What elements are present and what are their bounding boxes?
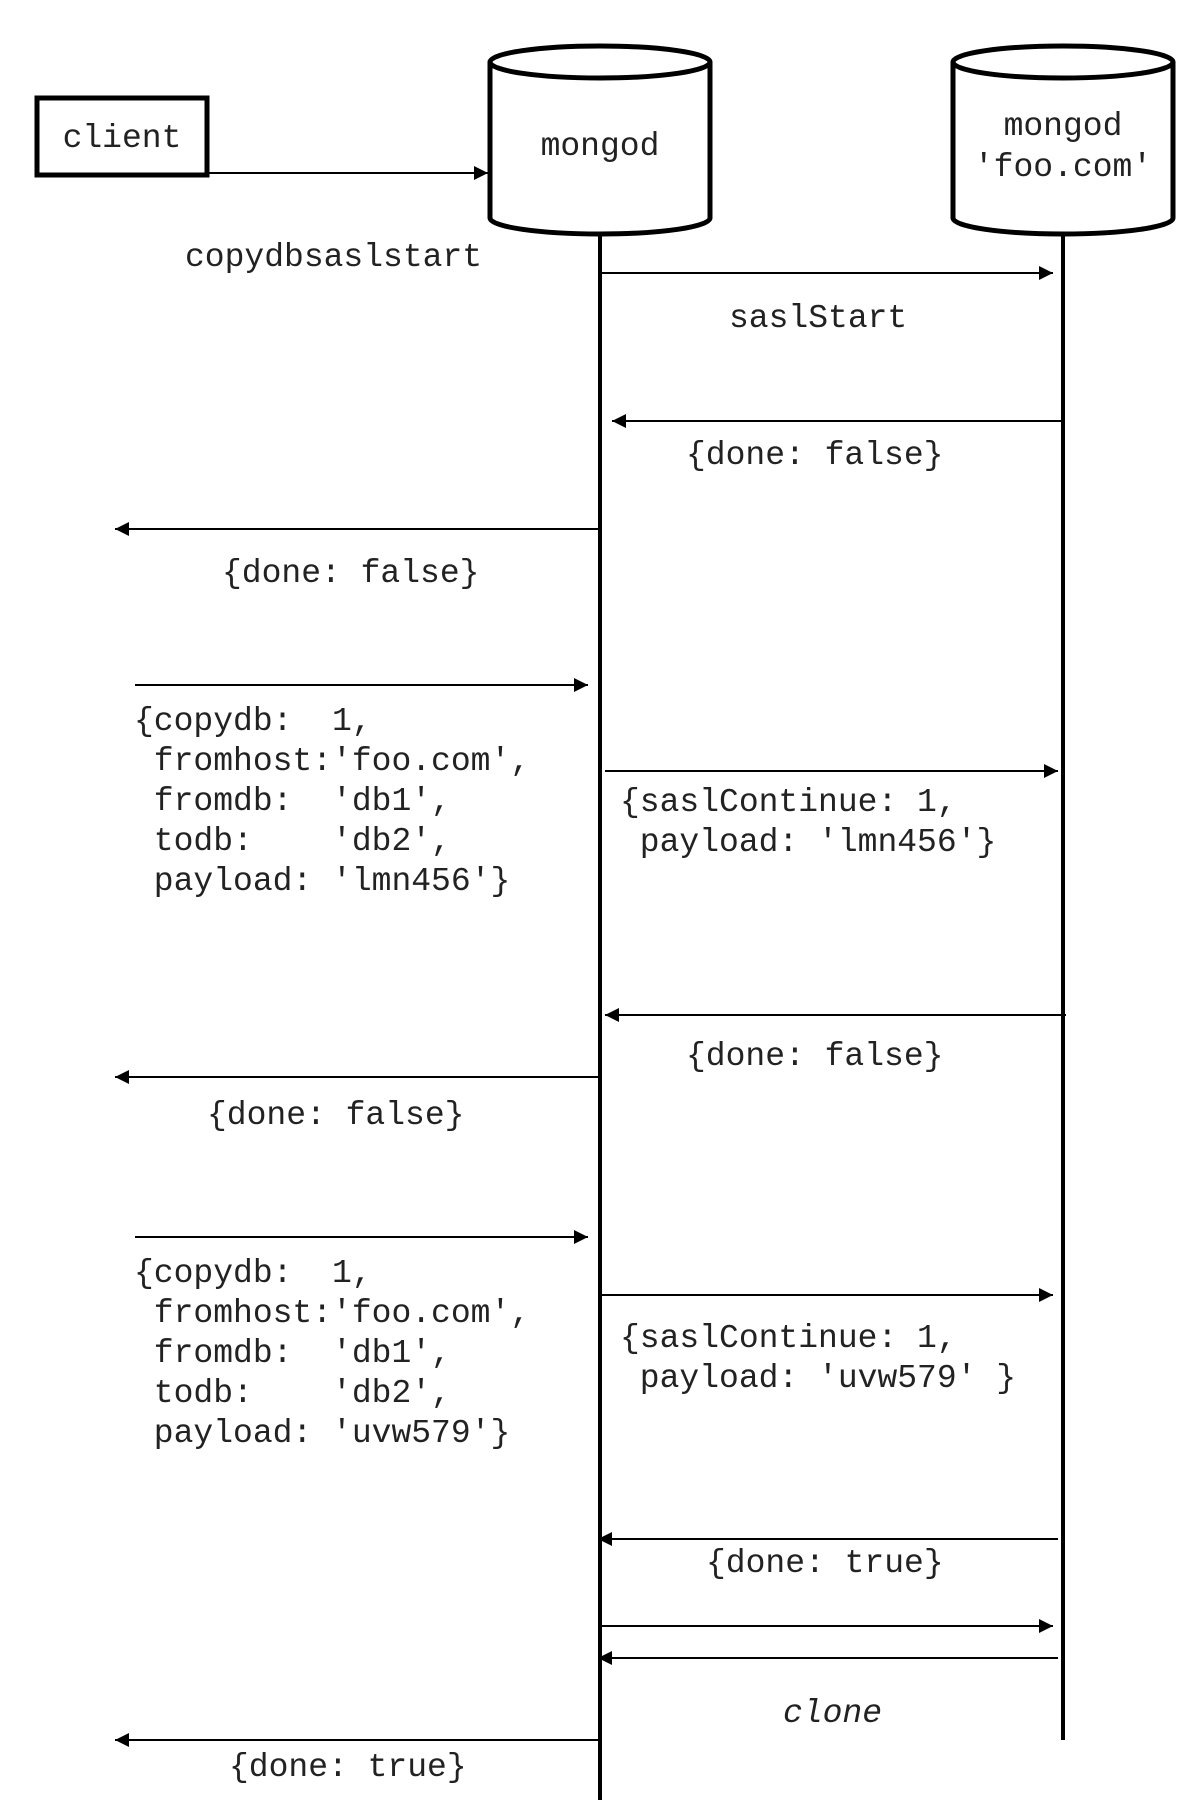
msg-copydb-2-line-4: todb: 'db2', [134,1375,451,1412]
msg-done-false-4: {done: false} [207,1097,464,1134]
msg-done-true-2: {done: true} [229,1749,467,1786]
msg-done-false-2: {done: false} [222,555,479,592]
msg-copydb-2-line-5: payload: 'uvw579'} [134,1415,510,1452]
remote-mongod-cylinder-top [950,43,1176,81]
msg-saslcontinue-1-line-2: payload: 'lmn456'} [620,824,996,861]
msg-saslstart: saslStart [729,300,907,337]
msg-copydb-1-line-3: fromdb: 'db1', [134,783,451,820]
mongod-participant: mongod [487,43,713,237]
msg-done-false-1: {done: false} [686,437,943,474]
remote-mongod-label-line1: mongod [1004,108,1123,145]
remote-mongod-cylinder-body [950,62,1176,237]
msg-done-true-1: {done: true} [706,1545,944,1582]
msg-copydb-2-line-3: fromdb: 'db1', [134,1335,451,1372]
msg-copydb-1-line-4: todb: 'db2', [134,823,451,860]
msg-copydb-2-line-1: {copydb: 1, [134,1255,372,1292]
msg-copydb-1-line-5: payload: 'lmn456'} [134,863,510,900]
mongod-cylinder-top [487,43,713,81]
msg-clone: clone [783,1695,882,1732]
remote-mongod-participant: mongod 'foo.com' [950,43,1176,237]
msg-copydb-1-line-1: {copydb: 1, [134,703,372,740]
client-label: client [63,120,182,157]
client-box [34,95,210,178]
msg-saslcontinue-1-line-1: {saslContinue: 1, [620,784,957,821]
msg-copydb-2-line-2: fromhost:'foo.com', [134,1295,530,1332]
msg-copydbsaslstart: copydbsaslstart [185,239,482,276]
msg-saslcontinue-2-line-2: payload: 'uvw579' } [620,1360,1016,1397]
mongod-label: mongod [541,128,660,165]
msg-saslcontinue-2-line-1: {saslContinue: 1, [620,1320,957,1357]
msg-done-false-3: {done: false} [686,1038,943,1075]
msg-copydb-1-line-2: fromhost:'foo.com', [134,743,530,780]
client-participant: client [34,95,210,178]
remote-mongod-label-line2: 'foo.com' [974,149,1152,186]
